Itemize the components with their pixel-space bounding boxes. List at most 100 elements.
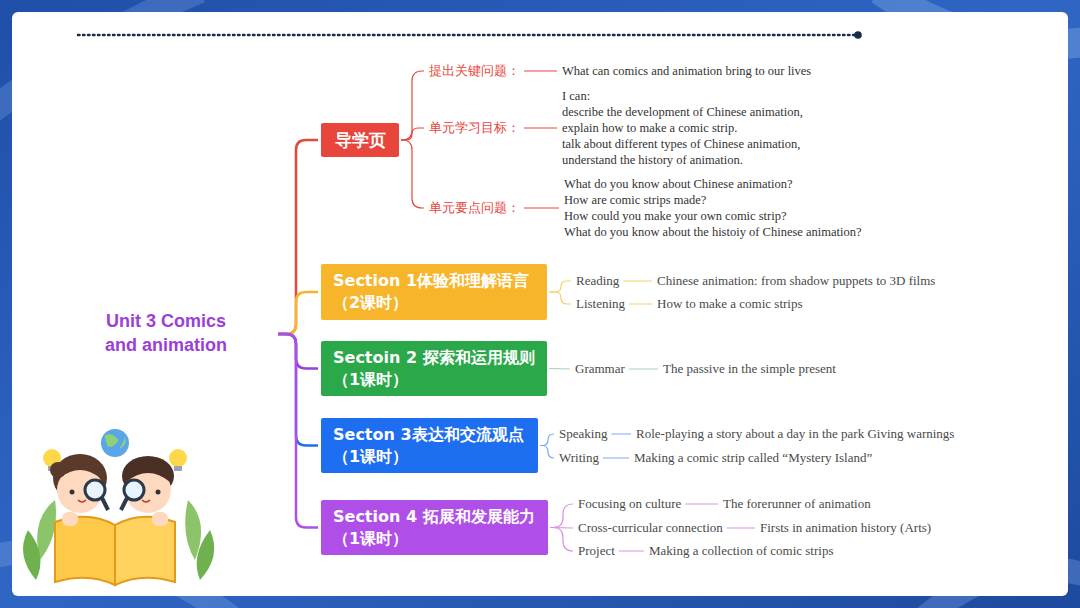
connector (619, 551, 644, 552)
connector (685, 504, 718, 505)
label-text: Firsts in animation history (Arts) (760, 520, 931, 536)
connector (549, 292, 571, 304)
connector (401, 71, 424, 140)
branch-label: 提出关键问题： (427, 61, 522, 81)
connector (603, 458, 629, 459)
label-text: How to make a comic strips (657, 296, 803, 312)
leaf-text: Chinese animation: from shadow puppets t… (655, 272, 937, 290)
label-text: Focusing on culture (578, 496, 681, 512)
connector (629, 304, 652, 305)
branch-label: 单元学习目标： (427, 118, 522, 138)
section-box: Section 1体验和理解语言 （2课时） (321, 264, 547, 320)
label-text: 单元要点问题： (429, 199, 520, 217)
light-bulb (174, 466, 182, 471)
label-text: Making a comic strip called “Mystery Isl… (634, 450, 872, 466)
leaf-text: The passive in the simple present (661, 360, 838, 378)
label-text: describe the development of Chinese anim… (562, 104, 803, 120)
connector (611, 434, 631, 435)
book-page (115, 517, 175, 585)
root-topic: Unit 3 Comics and animation (56, 309, 276, 359)
label-text: Writing (559, 450, 599, 466)
hand (152, 512, 168, 526)
box-text: Section 1体验和理解语言 （2课时） (333, 270, 539, 314)
branch-box: 导学页 (321, 123, 399, 157)
label-text: Project (578, 543, 615, 559)
leaf-text: Role-playing a story about a day in the … (634, 425, 956, 443)
label-text: What do you know about Chinese animation… (564, 176, 862, 192)
box-text: 导学页 (327, 129, 393, 151)
box-text: Secton 3表达和交流观点 （1课时） (333, 424, 530, 468)
sub-label: Speaking (557, 425, 609, 443)
leaf (197, 530, 215, 580)
leaf-text: Firsts in animation history (Arts) (758, 519, 933, 537)
connector (524, 128, 557, 129)
leaf-text: I can:describe the development of Chines… (560, 87, 805, 169)
label-text: How could you make your own comic strip? (564, 208, 862, 224)
box-text: Section 4 拓展和发展能力 （1课时） (333, 506, 540, 550)
magnifier-handle (102, 498, 108, 510)
girl-fringe (60, 463, 100, 479)
eye (156, 490, 161, 495)
leaf-text: Making a collection of comic strips (647, 542, 835, 560)
label-text: Chinese animation: from shadow puppets t… (657, 273, 935, 289)
connector (278, 334, 318, 528)
sub-label: Listening (574, 295, 627, 313)
dotted-rule (78, 34, 855, 37)
label-text: Cross-curricular connection (578, 520, 723, 536)
sub-label: Grammar (573, 360, 627, 378)
rule-dot (854, 31, 862, 39)
label-text: Role-playing a story about a day in the … (636, 426, 954, 442)
sub-label: Cross-curricular connection (576, 519, 725, 537)
light-bulb (169, 449, 187, 467)
connector (278, 292, 318, 334)
section-box: Secton 3表达和交流观点 （1课时） (321, 418, 538, 473)
book-page (55, 517, 115, 585)
connector (540, 434, 554, 446)
label-text: How are comic strips made? (564, 192, 862, 208)
card (12, 12, 1068, 596)
magnifier (85, 480, 105, 500)
leaf-text: How to make a comic strips (655, 295, 805, 313)
connector (623, 281, 652, 282)
connector (629, 369, 658, 370)
label-text: understand the history of animation. (562, 152, 803, 168)
connector (727, 528, 755, 529)
box-text: Sectoin 2 探索和运用规则 （1课时） (333, 347, 539, 391)
connector (549, 281, 571, 292)
label-text: I can: (562, 88, 803, 104)
label-text: 单元学习目标： (429, 119, 520, 137)
label-text: Making a collection of comic strips (649, 543, 833, 559)
hand (62, 512, 78, 526)
label-text: Listening (576, 296, 625, 312)
leaf (37, 500, 56, 560)
connector (278, 334, 318, 369)
globe (101, 429, 129, 457)
label-text: The passive in the simple present (663, 361, 836, 377)
leaf-text: What do you know about Chinese animation… (562, 175, 864, 241)
connector (550, 504, 573, 528)
label-text: Reading (576, 273, 619, 289)
label-text: Grammar (575, 361, 625, 377)
label-text: 提出关键问题： (429, 62, 520, 80)
connector (401, 140, 424, 208)
label-text: What can comics and animation bring to o… (562, 63, 811, 79)
label-text: What do you know about the histoiy of Ch… (564, 224, 862, 240)
connector (524, 71, 557, 72)
leaf-text: Making a comic strip called “Mystery Isl… (632, 449, 874, 467)
label-text: Speaking (559, 426, 607, 442)
label-text: explain how to make a comic strip. (562, 120, 803, 136)
connector (278, 334, 318, 446)
mouth (78, 500, 86, 502)
section-box: Section 4 拓展和发展能力 （1课时） (321, 500, 548, 555)
mouth (142, 500, 150, 502)
globe-land (105, 435, 125, 448)
sub-label: Focusing on culture (576, 495, 683, 513)
connector (550, 528, 573, 552)
leaf-text: The forerunner of animation (721, 495, 873, 513)
connector (401, 128, 424, 140)
connector (540, 446, 554, 459)
leaf (23, 530, 40, 580)
